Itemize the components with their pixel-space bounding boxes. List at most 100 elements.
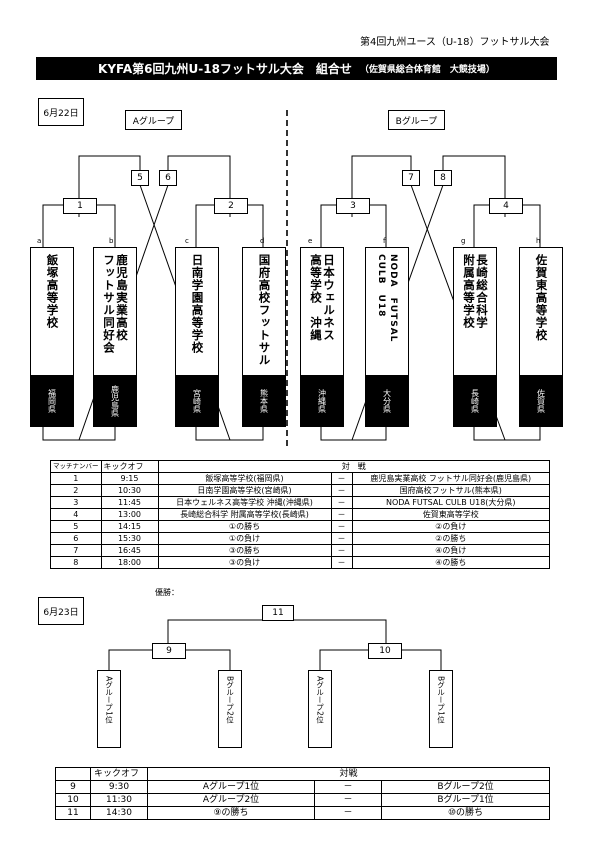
away-team: 佐賀東高等学校	[351, 508, 550, 521]
team-letter-c: c	[185, 237, 189, 245]
vs-dash: －	[330, 532, 353, 545]
team-letter-f: f	[383, 237, 386, 245]
match-number-4: 4	[489, 198, 523, 214]
match-no: 7	[50, 544, 102, 557]
kickoff-time: 14:15	[100, 520, 159, 533]
table-row: 7 16:45 ③の勝ち － ④の負け	[50, 544, 550, 557]
team-card-a: 飯塚高等学校 福岡県	[30, 247, 74, 427]
team-card-h: 佐賀東高等学校 佐賀県	[519, 247, 563, 427]
vs-dash: －	[330, 544, 353, 557]
vs-dash: －	[314, 793, 382, 807]
match-number-11: 11	[262, 605, 294, 621]
team-letter-a: a	[37, 237, 42, 245]
team-name: 佐賀東高等学校	[534, 254, 549, 342]
kickoff-time: 9:15	[100, 472, 159, 485]
away-team: ④の負け	[351, 544, 550, 557]
slot-label: Bグループ2位	[225, 676, 235, 724]
match-number-2: 2	[214, 198, 248, 214]
title-banner: KYFA第6回九州U-18フットサル大会 組合せ （佐賀県総合体育館 大競技場）	[36, 57, 557, 80]
team-name: 長崎総合科学 附属高等学校	[462, 254, 489, 329]
match-no: 3	[50, 496, 102, 509]
group-a-label: Aグループ	[125, 110, 182, 130]
kickoff-time: 13:00	[100, 508, 159, 521]
match-no: 1	[50, 472, 102, 485]
champion-label: 優勝：	[155, 588, 179, 597]
team-letter-e: e	[308, 237, 313, 245]
slot-a-second: Aグループ2位	[308, 670, 332, 748]
kickoff-time: 11:30	[90, 793, 148, 807]
team-card-e: 日本ウェルネス 高等学校 沖縄 沖縄県	[300, 247, 344, 427]
away-team: NODA FUTSAL CULB U18(大分県)	[351, 496, 550, 509]
home-team: Aグループ1位	[147, 780, 315, 794]
match-number-3: 3	[336, 198, 370, 214]
table-row: 1 9:15 飯塚高等学校(福岡県) － 鹿児島実業高校 フットサル同好会(鹿児…	[50, 472, 550, 485]
away-team: ⑩の勝ち	[381, 806, 550, 820]
table-row: 8 18:00 ③の負け － ④の勝ち	[50, 556, 550, 569]
team-name: 日本ウェルネス 高等学校 沖縄	[309, 254, 336, 342]
match-number-8: 8	[434, 170, 452, 186]
header-matchup: 対戦	[147, 767, 550, 781]
header-match-number: マッチナンバー	[50, 460, 102, 473]
table-row: 4 13:00 長崎総合科学 附属高等学校(長崎県) － 佐賀東高等学校	[50, 508, 550, 521]
team-letter-g: g	[461, 237, 466, 245]
vs-dash: －	[314, 780, 382, 794]
group-b-label: Bグループ	[388, 110, 445, 130]
match-no: 11	[55, 806, 91, 820]
banner-title: KYFA第6回九州U-18フットサル大会 組合せ	[98, 62, 352, 76]
vs-dash: －	[330, 520, 353, 533]
match-number-1: 1	[63, 198, 97, 214]
home-team: ①の勝ち	[157, 520, 332, 533]
team-prefecture: 大分県	[382, 388, 392, 413]
match-no: 9	[55, 780, 91, 794]
match-no: 6	[50, 532, 102, 545]
team-name: 飯塚高等学校	[45, 254, 60, 329]
team-name: NODA FUTSAL CULB U18	[376, 254, 398, 343]
day2-date: 6月23日	[38, 597, 84, 625]
kickoff-time: 9:30	[90, 780, 148, 794]
away-team: Bグループ1位	[381, 793, 550, 807]
header-matchup: 対 戦	[157, 460, 550, 473]
match-number-5: 5	[131, 170, 149, 186]
team-prefecture: 宮崎県	[192, 388, 202, 413]
table-header-row: キックオフ 対戦	[55, 767, 550, 781]
home-team: 日本ウェルネス高等学校 沖縄(沖縄県)	[157, 496, 332, 509]
day1-schedule-table: マッチナンバー キックオフ 対 戦 1 9:15 飯塚高等学校(福岡県) － 鹿…	[50, 460, 550, 569]
slot-b-second: Bグループ2位	[218, 670, 242, 748]
vs-dash: －	[314, 806, 382, 820]
match-no: 4	[50, 508, 102, 521]
day1-date: 6月22日	[38, 98, 84, 126]
table-row: 9 9:30 Aグループ1位 － Bグループ2位	[55, 780, 550, 794]
team-prefecture: 沖縄県	[317, 388, 327, 413]
match-number-6: 6	[159, 170, 177, 186]
kickoff-time: 15:30	[100, 532, 159, 545]
header-kickoff: キックオフ	[100, 460, 159, 473]
vs-dash: －	[330, 508, 353, 521]
match-no: 8	[50, 556, 102, 569]
match-number-7: 7	[402, 170, 420, 186]
team-card-c: 日南学園高等学校 宮崎県	[175, 247, 219, 427]
away-team: ④の勝ち	[351, 556, 550, 569]
team-letter-b: b	[109, 237, 114, 245]
team-prefecture: 熊本県	[259, 388, 269, 413]
kickoff-time: 10:30	[100, 484, 159, 497]
home-team: 日南学園高等学校(宮崎県)	[157, 484, 332, 497]
team-card-b: 鹿児島実業高校 フットサル同好会 鹿児島県	[93, 247, 137, 427]
team-prefecture: 佐賀県	[536, 388, 546, 413]
team-card-f: NODA FUTSAL CULB U18 大分県	[365, 247, 409, 427]
header-match-number	[55, 767, 91, 781]
tournament-series-note: 第4回九州ユース（U-18）フットサル大会	[360, 37, 550, 48]
table-row: 10 11:30 Aグループ2位 － Bグループ1位	[55, 793, 550, 807]
vs-dash: －	[330, 484, 353, 497]
team-prefecture: 長崎県	[470, 388, 480, 413]
day2-schedule-table: キックオフ 対戦 9 9:30 Aグループ1位 － Bグループ2位 10 11:…	[55, 767, 550, 820]
home-team: ①の負け	[157, 532, 332, 545]
away-team: ②の負け	[351, 520, 550, 533]
home-team: 飯塚高等学校(福岡県)	[157, 472, 332, 485]
kickoff-time: 16:45	[100, 544, 159, 557]
home-team: Aグループ2位	[147, 793, 315, 807]
away-team: ②の勝ち	[351, 532, 550, 545]
table-row: 11 14:30 ⑨の勝ち － ⑩の勝ち	[55, 806, 550, 820]
vs-dash: －	[330, 556, 353, 569]
slot-a-first: Aグループ1位	[97, 670, 121, 748]
table-header-row: マッチナンバー キックオフ 対 戦	[50, 460, 550, 473]
